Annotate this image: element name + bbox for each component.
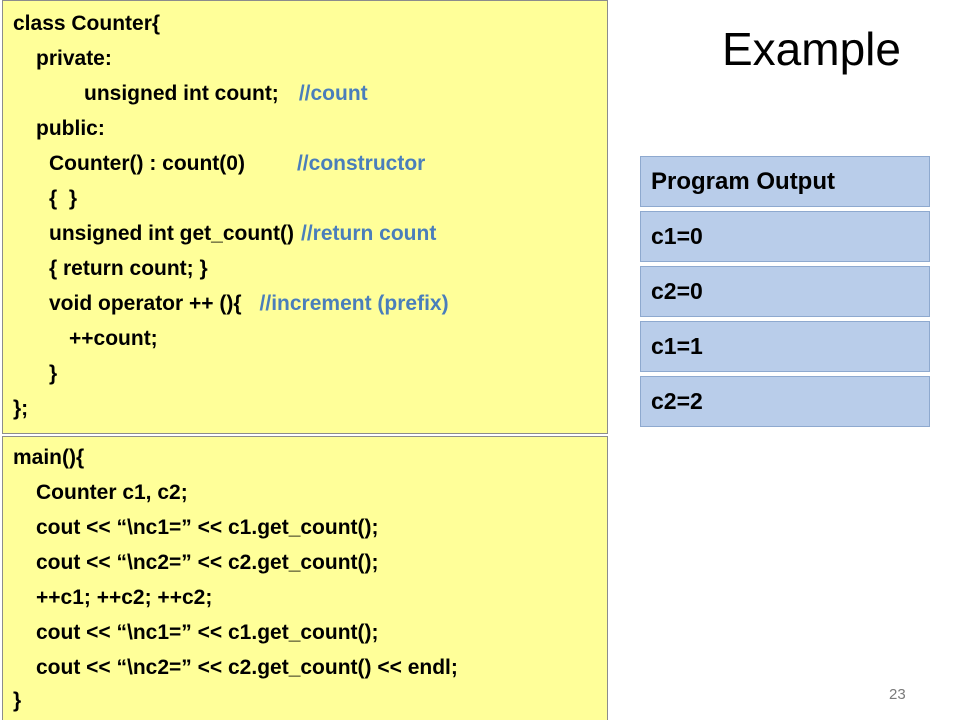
slide-title: Example <box>722 23 901 75</box>
code-text: { } <box>49 187 78 210</box>
code-line: void operator ++ (){ //increment (prefix) <box>49 291 449 317</box>
output-line: c1=1 <box>640 321 930 372</box>
code-text: Counter() : count(0) <box>49 152 245 175</box>
output-line: c1=0 <box>640 211 930 262</box>
code-comment: //increment (prefix) <box>259 292 449 315</box>
code-text: { return count; } <box>49 257 208 280</box>
code-line: cout << “\nc2=” << c2.get_count() << end… <box>36 656 458 679</box>
code-line: { return count; } <box>49 256 208 282</box>
code-line: class Counter{ <box>13 11 160 37</box>
code-line: } <box>49 361 57 387</box>
code-line: unsigned int count; //count <box>84 81 368 107</box>
code-text: private: <box>36 47 112 70</box>
main-code-box: main(){ Counter c1, c2; cout << “\nc1=” … <box>2 436 608 720</box>
code-text: public: <box>36 117 105 140</box>
output-line-text: c1=0 <box>651 223 703 249</box>
code-line: main(){ <box>13 446 85 469</box>
code-comment: //count <box>298 82 368 105</box>
code-text: class Counter{ <box>13 12 161 35</box>
code-line: private: <box>36 46 112 72</box>
output-header-label: Program Output <box>651 167 835 195</box>
code-line: cout << “\nc1=” << c1.get_count(); <box>36 621 379 644</box>
output-line-text: c1=1 <box>651 333 703 359</box>
code-line: }; <box>13 396 28 422</box>
code-text: ++count; <box>69 327 158 350</box>
code-line: ++count; <box>69 326 158 352</box>
output-line: c2=2 <box>640 376 930 427</box>
output-header: Program Output <box>640 156 930 207</box>
code-text: unsigned int count; <box>84 82 279 105</box>
code-text: } <box>49 362 58 385</box>
page-number: 23 <box>889 686 906 703</box>
code-line: public: <box>36 116 105 142</box>
code-line: } <box>13 689 22 712</box>
class-code-box: class Counter{ private: unsigned int cou… <box>2 0 608 434</box>
code-line: { } <box>49 186 77 212</box>
code-comment: //constructor <box>296 152 426 175</box>
output-line-text: c2=2 <box>651 388 703 414</box>
code-text: void operator ++ (){ <box>49 292 242 315</box>
code-line: unsigned int get_count() //return count <box>49 221 436 247</box>
code-line: cout << “\nc1=” << c1.get_count(); <box>36 516 379 539</box>
code-line: ++c1; ++c2; ++c2; <box>36 586 213 609</box>
code-line: Counter c1, c2; <box>36 481 188 504</box>
code-line: cout << “\nc2=” << c2.get_count(); <box>36 551 379 574</box>
code-text: unsigned int get_count() <box>49 222 294 245</box>
output-line: c2=0 <box>640 266 930 317</box>
code-line: Counter() : count(0) //constructor <box>49 151 425 177</box>
code-text: }; <box>13 397 29 420</box>
code-comment: //return count <box>300 222 437 245</box>
output-line-text: c2=0 <box>651 278 703 304</box>
